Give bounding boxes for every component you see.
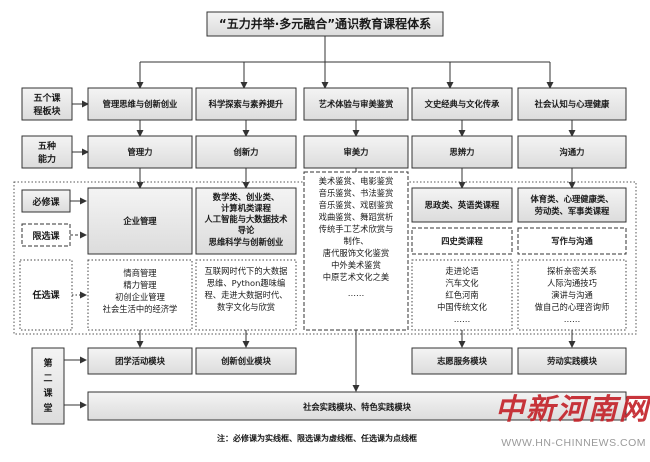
shehui-box <box>87 391 627 421</box>
col2-required-4: 导论 <box>238 225 255 235</box>
ability-2: 创新力 <box>233 147 259 157</box>
col4-elective-3: 红色河南 <box>445 290 478 300</box>
col4-required: 思政类、英语类课程 <box>425 200 500 210</box>
second-classroom-1: 第 <box>43 357 52 369</box>
col2-elective-3: 程、走进大数据时代、 <box>205 290 288 300</box>
col2-required-box <box>195 187 297 255</box>
col3-course-9: 中原艺术文化之美 <box>323 272 389 282</box>
row-label-modules-2: 程板块 <box>33 105 61 117</box>
col3-course-8: 中外美术鉴赏 <box>331 260 381 270</box>
col1-elective-3: 初创企业管理 <box>115 292 165 302</box>
col3-course-5: 传统手工艺术欣赏与 <box>319 224 394 234</box>
col5-elective-box <box>517 259 627 331</box>
diagram-title: “五力并举·多元融合”通识教育课程体系 <box>219 16 431 31</box>
col4-limited-box <box>411 227 513 255</box>
module-4: 文史经典与文化传承 <box>425 99 500 109</box>
course-area-frame <box>13 181 637 335</box>
row-label-box-abilities <box>21 135 73 169</box>
title-connectors <box>136 36 554 89</box>
second-classroom-label-box <box>31 347 65 425</box>
module-to-ability-arrows <box>136 120 576 137</box>
row-label-abilities-1: 五种 <box>38 140 56 152</box>
module-1: 管理思维与创新创业 <box>103 99 178 109</box>
col3-course-7: 唐代服饰文化鉴赏 <box>323 248 389 258</box>
col5-required-2: 劳动类、军事类课程 <box>535 206 610 216</box>
ability-5: 沟通力 <box>560 147 585 157</box>
second-classroom-3: 课 <box>43 387 53 399</box>
col2-required-1: 数学类、创业类、 <box>213 192 279 202</box>
module-3: 艺术体验与审美鉴赏 <box>319 99 394 109</box>
col3-courses-box <box>303 171 409 331</box>
col5-required-1: 体育类、心理健康类、 <box>531 194 614 204</box>
row-label-abilities-2: 能力 <box>38 153 56 165</box>
col1-elective-2: 精力管理 <box>123 280 157 290</box>
col1-required-box <box>87 187 193 255</box>
col1-elective-4: 社会生活中的经济学 <box>103 304 178 314</box>
chuangxin-box <box>195 347 297 375</box>
label-box-elective <box>19 259 73 331</box>
col1-elective-box <box>87 259 193 331</box>
ability-to-course-arrows <box>136 168 576 189</box>
module-2: 科学探索与素养提升 <box>209 99 284 109</box>
zhiyuan-box <box>411 347 513 375</box>
col5-elective-3: 演讲与沟通 <box>551 290 593 300</box>
col3-course-2: 音乐鉴赏、书法鉴赏 <box>319 188 394 198</box>
col5-elective-4: 做自己的心理咨询师 <box>535 302 610 312</box>
col4-required-box <box>411 187 513 223</box>
col3-course-1: 美术鉴赏、电影鉴赏 <box>319 176 394 186</box>
col3-course-6: 制作、 <box>344 236 369 246</box>
col3-course-3: 音乐鉴赏、戏剧鉴赏 <box>319 200 394 210</box>
row-label-modules-1: 五个课 <box>33 92 61 104</box>
chuangxin-module: 创新创业模块 <box>220 356 271 366</box>
ability-3: 审美力 <box>344 147 369 157</box>
col1-elective-1: 情商管理 <box>123 268 157 278</box>
col5-required-box <box>517 187 627 223</box>
col1-required: 企业管理 <box>122 216 157 226</box>
label-box-limited <box>21 223 71 247</box>
col2-elective-2: 思维、Python趣味编 <box>207 278 286 288</box>
label-required: 必修课 <box>31 196 60 208</box>
module-boxes: 管理思维与创新创业 科学探索与素养提升 艺术体验与审美鉴赏 文史经典与文化传承 … <box>87 87 627 121</box>
col2-elective-1: 互联网时代下的大数据 <box>205 266 288 276</box>
col4-elective-4: 中国传统文化 <box>437 302 487 312</box>
col2-elective-4: 数字文化与欣赏 <box>217 302 275 312</box>
col3-course-10: …… <box>348 288 365 298</box>
col2-elective-box <box>195 259 297 331</box>
col4-elective-box <box>411 259 513 331</box>
col4-elective-1: 走进论语 <box>445 266 478 276</box>
title-box <box>206 11 444 37</box>
ability-4: 思辨力 <box>450 147 475 157</box>
second-classroom-connectors <box>64 330 576 409</box>
laodong-box <box>517 347 627 375</box>
col5-elective-5: …… <box>564 314 581 324</box>
label-elective: 任选课 <box>31 289 60 301</box>
col5-limited: 写作与沟通 <box>551 236 593 246</box>
watermark-url: WWW.HN-CHINNEWS.COM <box>501 437 646 449</box>
col4-elective-2: 汽车文化 <box>445 278 478 288</box>
legend-note: 注：必修课为实线框、限选课为虚线框、任选课为点线框 <box>217 433 417 443</box>
col3-course-4: 戏曲鉴赏、舞蹈赏析 <box>319 212 394 222</box>
zhiyuan-module: 志愿服务模块 <box>437 356 487 366</box>
label-limited: 限选课 <box>32 230 60 242</box>
ability-boxes: 管理力 创新力 审美力 思辨力 沟通力 <box>87 135 627 169</box>
col4-limited: 四史类课程 <box>441 236 483 246</box>
col5-limited-box <box>517 227 627 255</box>
col2-required-2: 计算机类课程 <box>221 203 271 213</box>
second-classroom-2: 二 <box>43 374 52 384</box>
watermark-logo: 中新河南网 <box>494 392 650 426</box>
col5-elective-1: 探析亲密关系 <box>547 266 597 276</box>
shehui-module: 社会实践模块、特色实践模块 <box>302 402 412 412</box>
laodong-module: 劳动实践模块 <box>547 356 597 366</box>
col4-elective-5: …… <box>454 314 471 324</box>
second-classroom-4: 堂 <box>43 402 52 414</box>
col2-required-3: 人工智能与大数据技术 <box>205 214 289 224</box>
col5-elective-2: 人际沟通技巧 <box>547 278 597 288</box>
module-5: 社会认知与心理健康 <box>534 99 610 109</box>
tuanxue-module: 团学活动模块 <box>115 356 165 366</box>
ability-1: 管理力 <box>128 147 153 157</box>
tuanxue-box <box>87 347 193 375</box>
col2-required-5: 思维科学与创新创业 <box>209 237 284 247</box>
